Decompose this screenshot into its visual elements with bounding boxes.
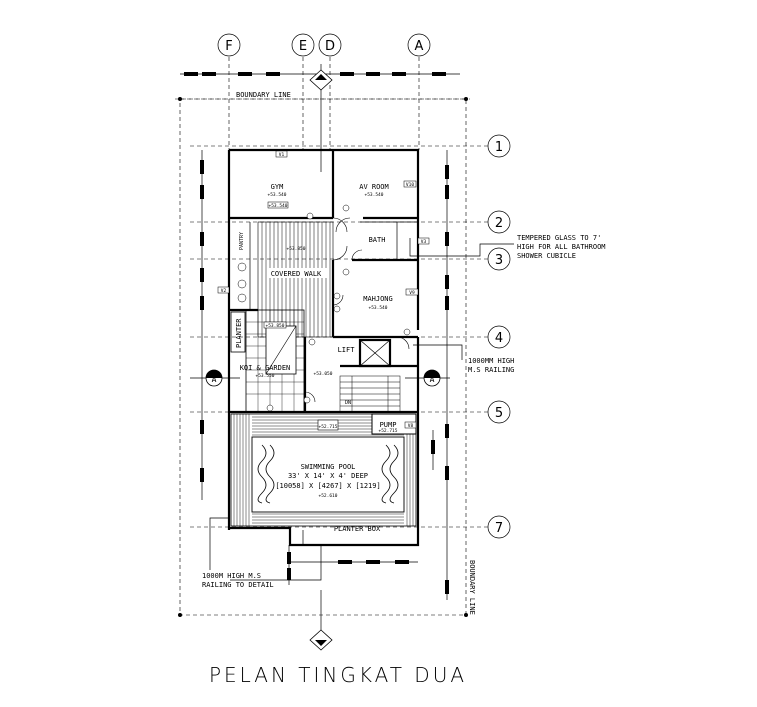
staircase [339, 375, 401, 413]
tag-v2: V2 [221, 288, 227, 294]
room-av: AV ROOM [359, 183, 389, 191]
stair-dn: DN [345, 400, 351, 406]
drawing-title: PELAN TINGKAT DUA [209, 663, 467, 687]
room-planter: PLANTER [235, 318, 243, 348]
section-marker-right: A [405, 369, 450, 387]
room-pump: PUMP [380, 421, 397, 429]
section-arrow-bottom [309, 590, 333, 651]
grid-column-E: E [299, 39, 307, 54]
note-railing-left-line2: RAILING TO DETAIL [202, 581, 274, 589]
grid-row-1: 1 [495, 140, 503, 155]
note-railing-right-line1: 1000MM HIGH [468, 357, 514, 365]
section-marker-left: A [190, 369, 240, 387]
boundary-lines: BOUNDARY LINE BOUNDARY LINE [175, 91, 476, 617]
tag-gym-level-box: +53.540 [269, 203, 288, 209]
grid-column-lines [228, 57, 420, 445]
note-railing-right: 1000MM HIGH M.S RAILING [413, 344, 514, 374]
tag-v10: V10 [406, 182, 414, 188]
note-tempered-line1: TEMPERED GLASS TO 7' [517, 234, 601, 242]
pool-size-imperial: 33' X 14' X 4' DEEP [288, 472, 368, 480]
note-railing-left: 1000M HIGH M.S RAILING TO DETAIL [202, 517, 322, 589]
window-tags: V1 V10 V3 V2 V9 V8 +53.540 +53.850 [217, 150, 430, 429]
grid-row-5: 5 [495, 406, 503, 421]
note-railing-left-line1: 1000M HIGH M.S [202, 572, 261, 580]
note-tempered-line3: SHOWER CUBICLE [517, 252, 576, 260]
tag-v3: V3 [421, 239, 427, 245]
level-pump: +52.715 [379, 428, 398, 434]
note-railing-right-line2: M.S RAILING [468, 366, 514, 374]
level-av: +53.540 [365, 192, 384, 198]
dimension-bars [180, 72, 460, 600]
tag-v1: V1 [279, 152, 285, 158]
covered-walk-hatch [257, 221, 334, 338]
level-pool: +52.610 [319, 493, 338, 499]
note-tempered-line2: HIGH FOR ALL BATHROOM [517, 243, 606, 251]
tag-mid-level: +53.850 [266, 323, 285, 329]
grid-column-F: F [225, 39, 232, 54]
tag-v8: V8 [408, 423, 414, 429]
note-tempered-glass: TEMPERED GLASS TO 7' HIGH FOR ALL BATHRO… [409, 234, 606, 260]
room-pantry: PANTRY [239, 232, 245, 250]
room-labels: GYM +53.540 AV ROOM +53.540 BATH PANTRY … [235, 183, 398, 533]
boundary-label-top: BOUNDARY LINE [236, 91, 291, 99]
room-covered-walk: COVERED WALK [271, 270, 322, 278]
section-label-right: A [430, 375, 435, 384]
level-covered: +53.850 [287, 246, 306, 252]
room-gym: GYM [271, 183, 284, 191]
level-gym: +53.540 [268, 192, 287, 198]
grid-row-4: 4 [495, 331, 503, 346]
pool-name: SWIMMING POOL [301, 463, 356, 471]
room-mahjong: MAHJONG [363, 295, 393, 303]
tag-v9: V9 [409, 290, 415, 296]
swimming-pool [230, 413, 417, 527]
grid-column-D: D [325, 39, 335, 54]
boundary-label-right: BOUNDARY LINE [468, 560, 476, 615]
level-pool-deck: +52.715 [319, 424, 338, 430]
room-koi: KOI & GARDEN [240, 364, 291, 372]
level-lift: +53.050 [314, 371, 333, 377]
section-label-left: A [212, 375, 217, 384]
room-bath: BATH [369, 236, 386, 244]
grid-column-markers: F E D A [217, 33, 431, 57]
section-arrow-top [309, 64, 333, 172]
door-swings [304, 217, 410, 403]
grid-row-7: 7 [495, 521, 503, 536]
pool-size-metric: [10058] X [4267] X [1219] [275, 482, 380, 490]
room-lift: LIFT [338, 346, 356, 354]
level-mahjong: +53.540 [369, 305, 388, 311]
grid-column-A: A [415, 39, 424, 54]
level-koi: +53.550 [256, 373, 275, 379]
planter-strip [230, 311, 246, 353]
room-planter-box: PLANTER BOX [334, 525, 381, 533]
grid-row-3: 3 [495, 253, 503, 268]
grid-row-2: 2 [495, 216, 503, 231]
